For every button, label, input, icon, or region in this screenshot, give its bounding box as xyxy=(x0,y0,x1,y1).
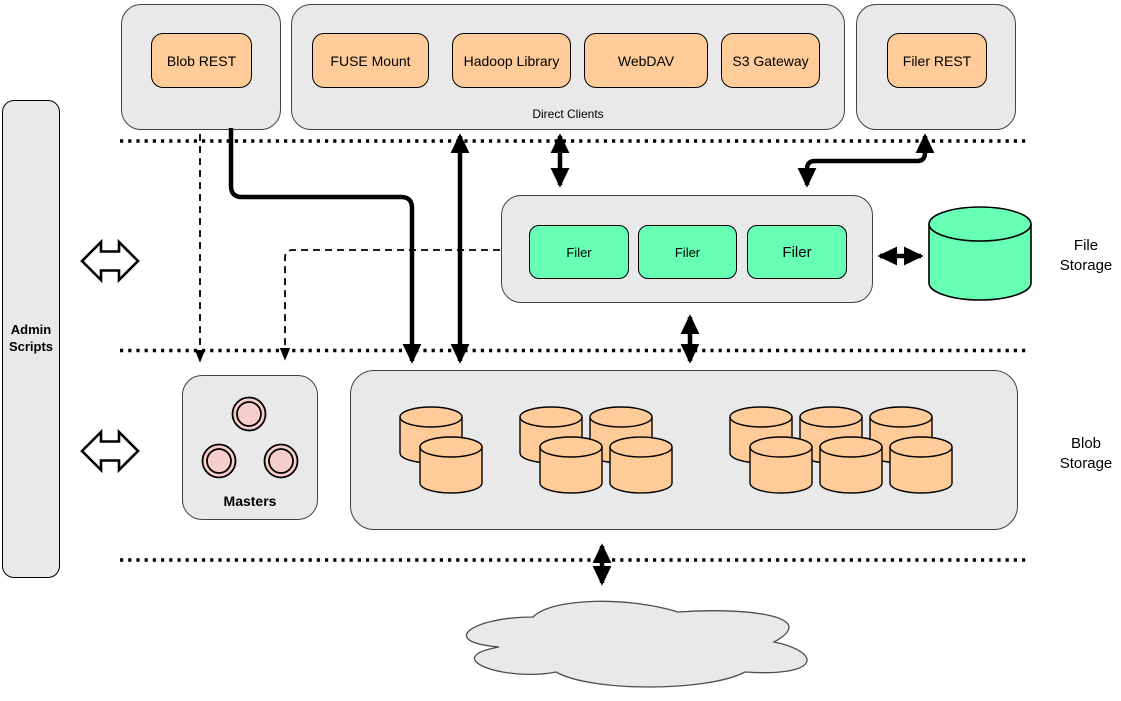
masters-label: Masters xyxy=(223,493,277,509)
volume-servers-group xyxy=(350,370,1018,530)
client-box-fuse-mount: FUSE Mount xyxy=(312,33,429,88)
direct-clients-group: FUSE Mount Hadoop Library WebDAV S3 Gate… xyxy=(291,4,845,130)
cloud-tier-label: Cloud Tier xyxy=(593,632,667,649)
filer-rest-group: Filer REST xyxy=(856,4,1016,130)
arrow-filerrest-filers-bidirectional xyxy=(797,133,935,188)
client-box-s3-gateway: S3 Gateway xyxy=(721,33,820,88)
client-box-hadoop-library: Hadoop Library xyxy=(452,33,571,88)
volume-label-nvme: NVME xyxy=(432,464,470,479)
filer-box-3: Filer xyxy=(747,225,847,279)
volume-label-hdd-1: HDD xyxy=(766,464,796,479)
volume-label-ssd-2: SSD xyxy=(627,464,655,479)
volume-label-ssd-1: SSD xyxy=(557,464,585,479)
blob-rest-box: Blob REST xyxy=(151,33,252,88)
blob-storage-section-label: Blob Storage xyxy=(1059,435,1113,472)
blob-rest-group: Blob REST xyxy=(121,4,281,130)
admin-scripts-bar: Admin Scripts xyxy=(2,100,60,578)
filer-rest-box: Filer REST xyxy=(887,33,987,88)
admin-blob-storage-double-arrow xyxy=(80,428,140,474)
dashed-arrow-filers-to-masters xyxy=(279,249,500,361)
filer-box-1: Filer xyxy=(529,225,629,279)
filer-cluster-group: Filer Filer Filer xyxy=(501,195,873,303)
filer-box-2: Filer xyxy=(638,225,737,279)
client-box-webdav: WebDAV xyxy=(584,33,708,88)
file-storage-section-label: File Storage xyxy=(1059,237,1113,274)
admin-file-storage-double-arrow xyxy=(80,238,140,284)
arrow-blobrest-to-volumes xyxy=(228,128,422,364)
direct-clients-caption: Direct Clients xyxy=(532,107,604,121)
volume-label-hdd-2: HDD xyxy=(836,464,866,479)
volume-label-hdd-3: HDD xyxy=(906,464,936,479)
metadata-store-label: SQL or KV Store xyxy=(945,239,1015,273)
